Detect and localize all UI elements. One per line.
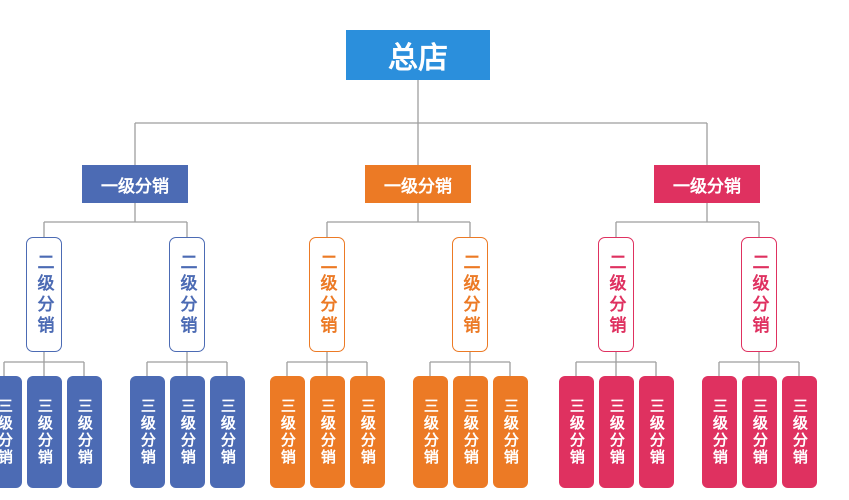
level1-node: 一级分销 xyxy=(365,165,471,203)
level3-node: 三级分销 xyxy=(558,376,594,488)
level3-node: 三级分销 xyxy=(66,376,102,488)
level3-node: 三级分销 xyxy=(412,376,448,488)
level3-node: 三级分销 xyxy=(741,376,777,488)
level3-node: 三级分销 xyxy=(349,376,385,488)
level2-node: 二级分销 xyxy=(598,237,634,352)
level3-node: 三级分销 xyxy=(269,376,305,488)
level2-node: 二级分销 xyxy=(452,237,488,352)
level3-node: 三级分销 xyxy=(492,376,528,488)
level3-node: 三级分销 xyxy=(169,376,205,488)
level2-node: 二级分销 xyxy=(169,237,205,352)
level1-node: 一级分销 xyxy=(82,165,188,203)
level3-node: 三级分销 xyxy=(701,376,737,488)
level3-node: 三级分销 xyxy=(781,376,817,488)
level3-node: 三级分销 xyxy=(598,376,634,488)
root-node: 总店 xyxy=(346,30,490,80)
level3-node: 三级分销 xyxy=(0,376,22,488)
level2-node: 二级分销 xyxy=(741,237,777,352)
level3-node: 三级分销 xyxy=(209,376,245,488)
level3-node: 三级分销 xyxy=(26,376,62,488)
level3-node: 三级分销 xyxy=(129,376,165,488)
level2-node: 二级分销 xyxy=(309,237,345,352)
level3-node: 三级分销 xyxy=(309,376,345,488)
level3-node: 三级分销 xyxy=(452,376,488,488)
level2-node: 二级分销 xyxy=(26,237,62,352)
level3-node: 三级分销 xyxy=(638,376,674,488)
level1-node: 一级分销 xyxy=(654,165,760,203)
